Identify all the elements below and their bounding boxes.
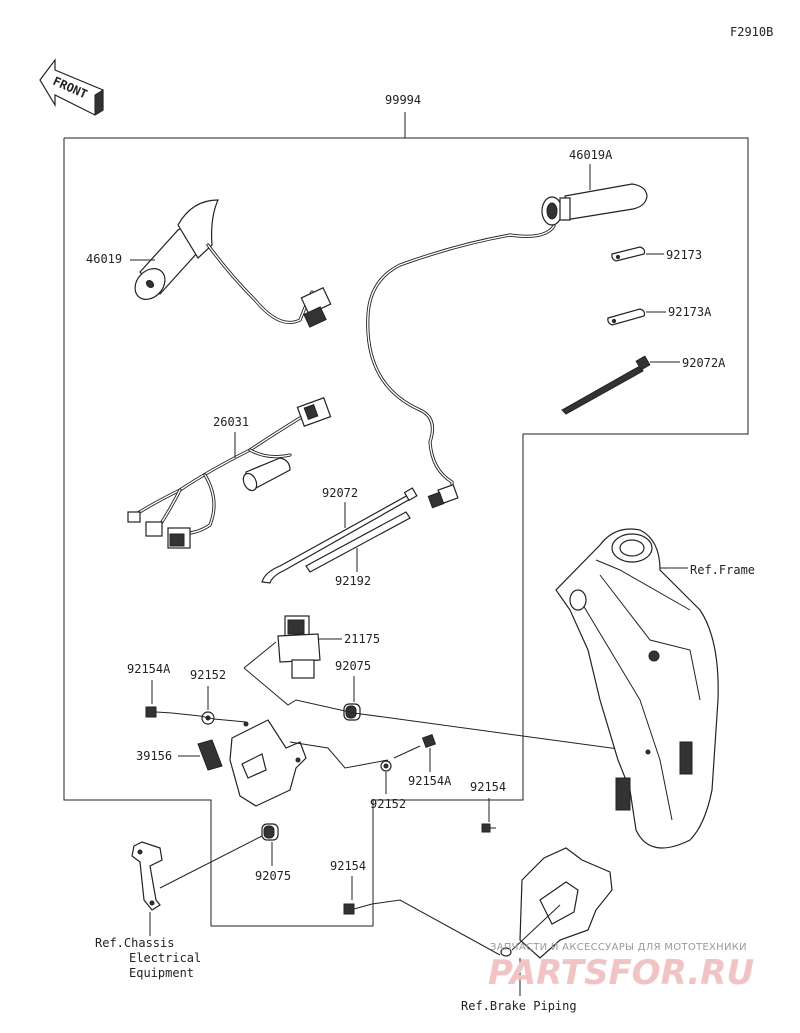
bolt-92154A-left	[145, 706, 173, 718]
label-92192: 92192	[335, 574, 371, 588]
label-99994: 99994	[385, 93, 421, 107]
label-92075-upper: 92075	[335, 659, 371, 673]
ref-brake-piping: Ref.Brake Piping	[461, 999, 577, 1013]
frame-reference	[555, 528, 719, 849]
cable-tie-92072	[261, 487, 418, 584]
cable-tie-92072A	[561, 355, 651, 415]
label-92152-left: 92152	[190, 668, 226, 682]
watermark-logo: PARTSFOR.RU	[488, 953, 754, 993]
right-grip-46019A	[541, 183, 648, 226]
ref-chassis-line3: Equipment	[129, 966, 194, 980]
label-92154-bottom: 92154	[330, 859, 366, 873]
label-92173: 92173	[666, 248, 702, 262]
label-39156: 39156	[136, 749, 172, 763]
chassis-bracket	[131, 841, 163, 911]
label-92075-lower: 92075	[255, 869, 291, 883]
collar-92152-right	[380, 760, 392, 772]
label-26031: 26031	[213, 415, 249, 429]
left-grip-connector	[300, 286, 332, 328]
label-92154A-right: 92154A	[408, 774, 452, 788]
bolt-92154A-right	[393, 733, 437, 759]
right-grip-connector	[427, 483, 459, 509]
figure-code: F2910B	[730, 25, 773, 39]
label-21175: 21175	[344, 632, 380, 646]
ref-chassis-line1: Ref.Chassis	[95, 936, 174, 950]
harness-26031	[127, 397, 332, 549]
label-92072: 92072	[322, 486, 358, 500]
tube-92192	[305, 511, 411, 573]
label-46019: 46019	[86, 252, 122, 266]
bolt-92154-right	[481, 823, 496, 833]
label-92154-right: 92154	[470, 780, 506, 794]
front-arrow-icon: FRONT	[39, 58, 104, 116]
kit-outline	[63, 112, 749, 927]
label-92154A-left: 92154A	[127, 662, 171, 676]
ref-chassis-line2: Electrical	[129, 951, 201, 965]
grommet-92075-upper	[343, 703, 361, 721]
ref-frame: Ref.Frame	[690, 563, 755, 577]
pad-39156	[197, 739, 223, 771]
plate-92173A	[607, 308, 646, 326]
relay-21175	[277, 615, 321, 679]
bracket	[229, 719, 307, 807]
watermark-tagline: ЗАПЧАСТИ И АКСЕССУАРЫ ДЛЯ МОТОТЕХНИКИ	[490, 942, 747, 953]
brake-bracket	[500, 847, 613, 959]
plate-92173	[611, 246, 646, 262]
label-46019A: 46019A	[569, 148, 613, 162]
grommet-92075-lower	[261, 823, 279, 841]
label-92173A: 92173A	[668, 305, 712, 319]
label-92072A: 92072A	[682, 356, 726, 370]
label-92152-right: 92152	[370, 797, 406, 811]
bolt-92154-bottom	[343, 903, 373, 915]
left-grip-46019	[134, 199, 219, 300]
